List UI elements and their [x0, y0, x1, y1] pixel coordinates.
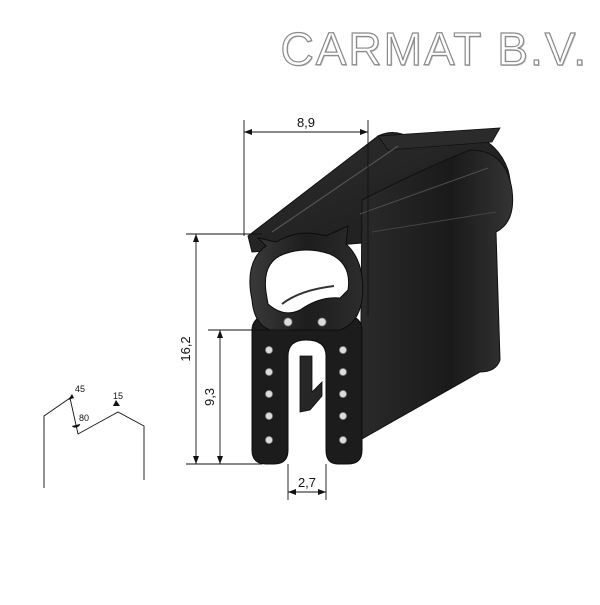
clip-dot	[265, 412, 273, 420]
dimension-width-top: 8,9	[297, 115, 315, 130]
dimension-lines	[186, 120, 369, 500]
clip-dot	[339, 390, 347, 398]
dimension-total-height: 16,2	[178, 336, 193, 361]
metal-clip-inserts	[265, 317, 347, 444]
dimension-arrows	[193, 129, 368, 495]
clip-dot	[339, 436, 347, 444]
clip-dot	[339, 368, 347, 376]
dimension-clamp-height: 9,3	[202, 388, 217, 406]
angle-label-45: 45	[75, 384, 85, 394]
angle-label-80: 80	[79, 413, 89, 423]
clip-dot	[317, 317, 327, 327]
angle-label-15: 15	[113, 391, 123, 401]
clip-dot	[283, 317, 293, 327]
clip-dot	[265, 346, 273, 354]
angle-marker-45	[68, 394, 74, 400]
flange-profile-sketch: 45 80 15	[43, 384, 145, 488]
angle-marker-15	[113, 400, 120, 406]
seal-profile-face	[249, 225, 364, 465]
brand-logo: CARMAT B.V.	[280, 22, 588, 75]
clip-dot	[339, 412, 347, 420]
clip-dot	[265, 390, 273, 398]
clip-dot	[265, 436, 273, 444]
dimension-gap-width: 2,7	[298, 475, 316, 490]
clip-dot	[265, 368, 273, 376]
angle-marker-80	[71, 423, 81, 428]
seal-extrusion-body	[247, 127, 514, 441]
clip-dot	[339, 346, 347, 354]
